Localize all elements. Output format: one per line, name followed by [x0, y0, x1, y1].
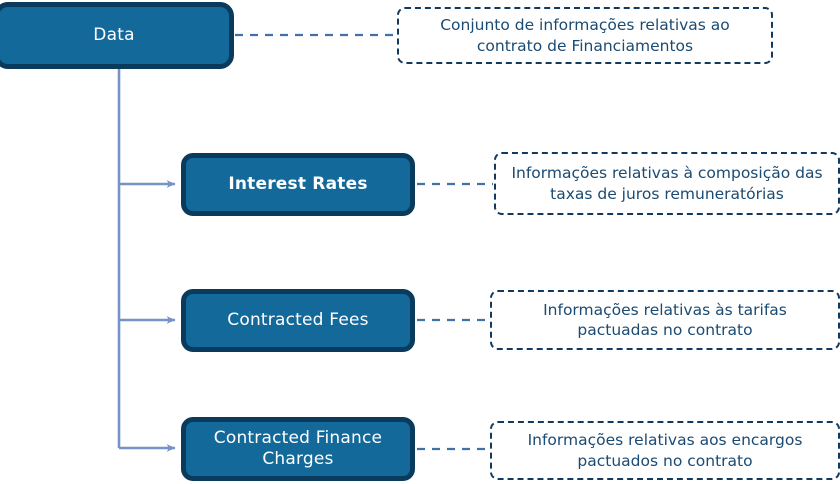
node-interest-rates[interactable]: Interest Rates — [181, 153, 415, 216]
note-interest-rates: Informações relativas à composição das t… — [494, 152, 840, 215]
node-contracted-fees[interactable]: Contracted Fees — [181, 289, 415, 352]
node-contracted-finance-charges[interactable]: Contracted Finance Charges — [181, 417, 415, 481]
note-contracted-finance-charges: Informações relativas aos encargos pactu… — [490, 421, 840, 480]
note-contracted-fees: Informações relativas às tarifas pactuad… — [490, 290, 840, 350]
node-data[interactable]: Data — [0, 2, 234, 69]
note-data: Conjunto de informações relativas ao con… — [397, 7, 773, 64]
